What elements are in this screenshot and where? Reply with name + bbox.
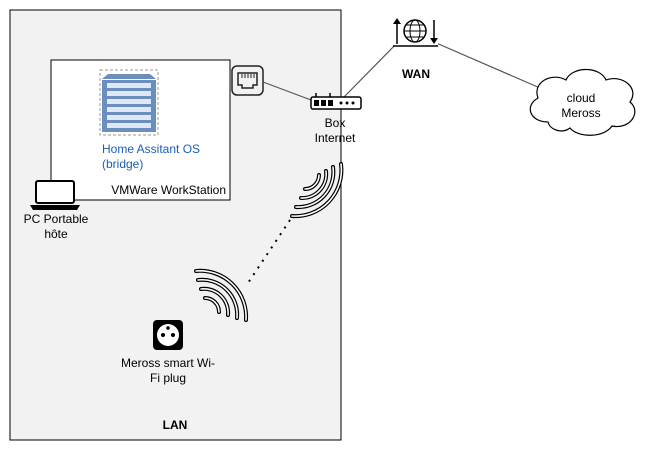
- link-wan-cloud: [433, 41, 541, 89]
- pc-portable-label: PC Portable hôte: [23, 212, 89, 241]
- router-icon: [310, 93, 362, 110]
- server-icon: [99, 69, 159, 136]
- ethernet-port-icon: [231, 65, 264, 96]
- box-internet-label: Box Internet: [314, 116, 356, 145]
- link-box-wan: [343, 37, 403, 98]
- globe-icon: [393, 17, 438, 47]
- lan-label: LAN: [162, 418, 188, 432]
- link-ethernet-box: [262, 81, 312, 101]
- wan-label: WAN: [402, 67, 430, 81]
- cloud-meross-label: cloud Meross: [561, 91, 601, 120]
- laptop-icon: [30, 180, 80, 210]
- vmware-label: VMWare WorkStation: [111, 183, 226, 197]
- smart-plug-icon: [153, 320, 183, 350]
- home-assistant-label: Home Assitant OS (bridge): [102, 142, 201, 171]
- cloud-icon: [529, 68, 636, 136]
- smart-plug-label: Meross smart Wi- Fi plug: [121, 356, 215, 385]
